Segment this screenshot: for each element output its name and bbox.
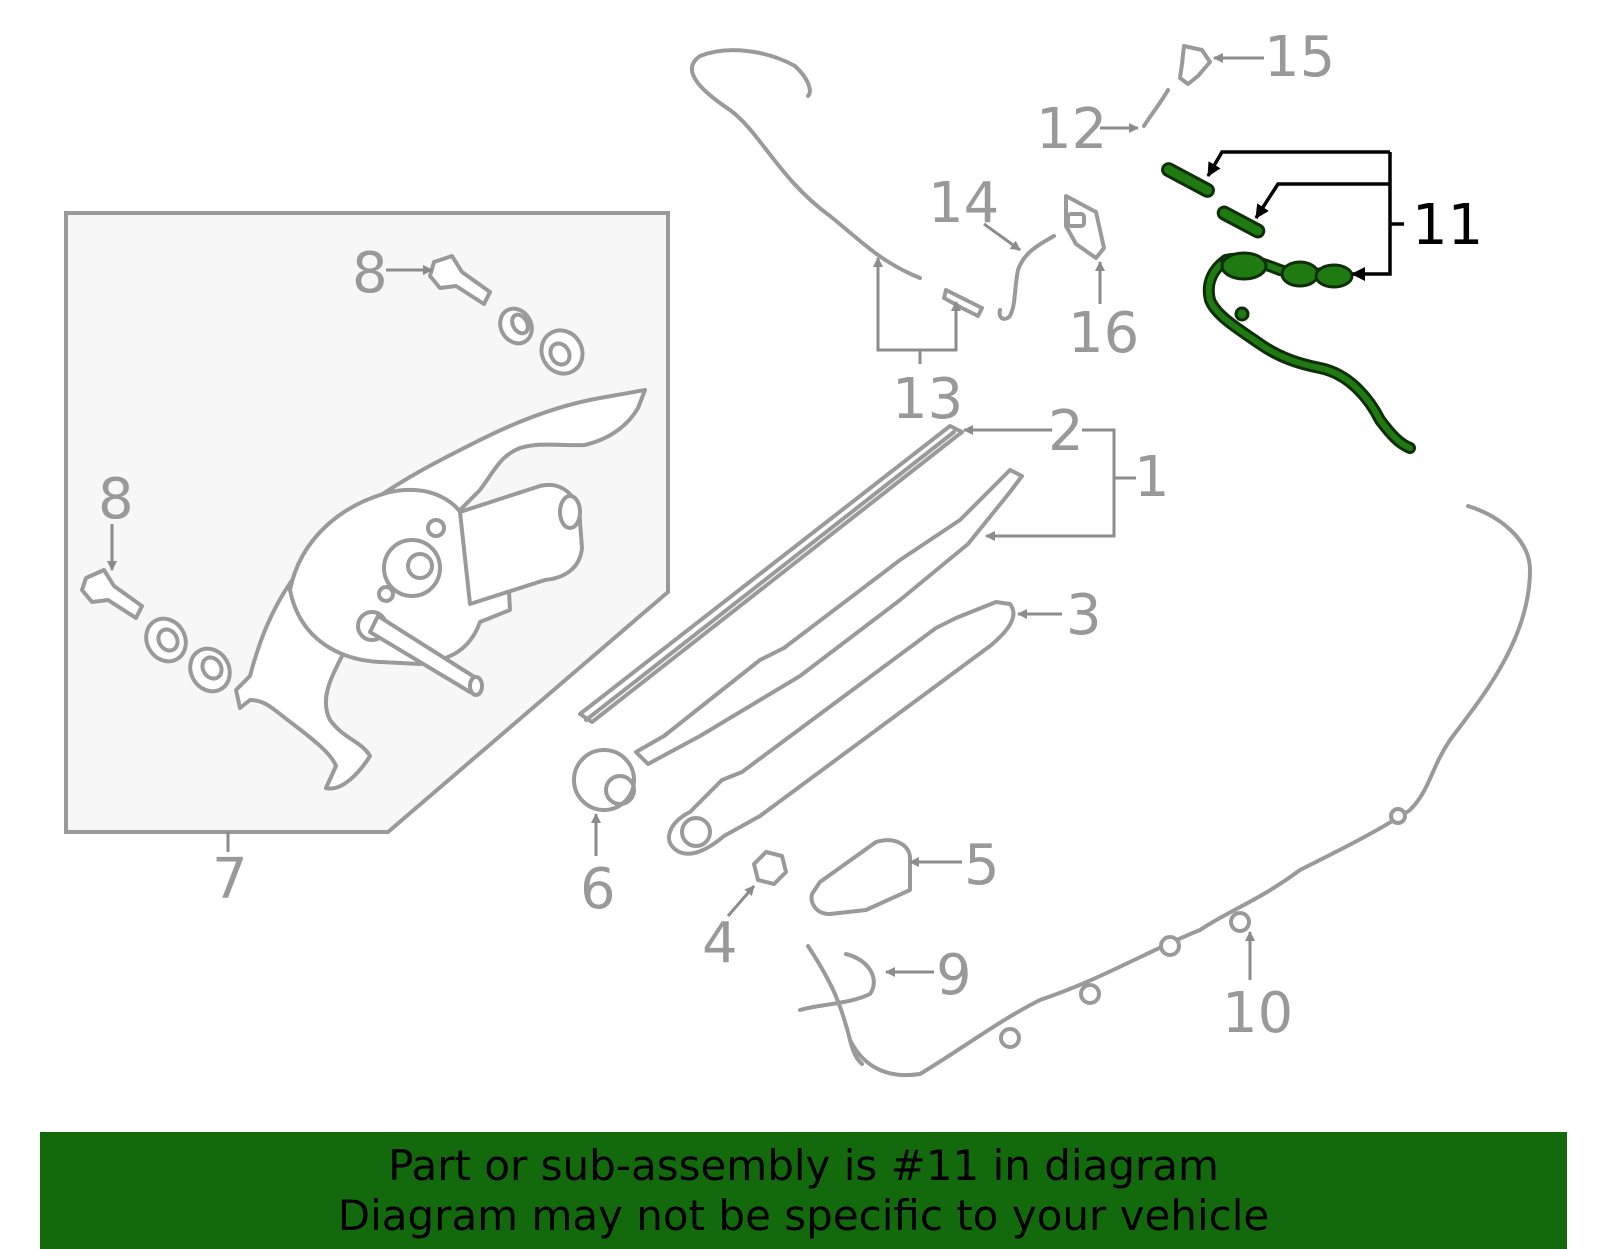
callout-8-upper: 8 bbox=[352, 241, 388, 306]
callout-7: 7 bbox=[212, 847, 248, 912]
callout-8-lower: 8 bbox=[98, 467, 134, 532]
washer-hose-12 bbox=[1142, 88, 1170, 128]
washer-hose-10 bbox=[848, 504, 1532, 1078]
callout-1: 1 bbox=[1134, 445, 1170, 510]
wiper-arm-assembly bbox=[634, 468, 1024, 766]
part-11-joint-b bbox=[1216, 205, 1266, 239]
part-11-connector-a bbox=[1220, 251, 1268, 281]
callout-13: 13 bbox=[892, 367, 963, 432]
callout-12: 12 bbox=[1036, 97, 1107, 162]
callout-10: 10 bbox=[1222, 981, 1293, 1046]
motor-end-cap bbox=[558, 494, 582, 530]
callout-3: 3 bbox=[1066, 583, 1102, 648]
part-11-clip bbox=[1234, 306, 1250, 322]
bolt-upper bbox=[428, 254, 492, 306]
banner-line-disclaimer: Diagram may not be specific to your vehi… bbox=[337, 1190, 1270, 1240]
part-11-connector-b bbox=[1280, 260, 1320, 288]
callout-labels: 1 2 3 4 5 6 7 8 8 9 10 11 12 13 14 15 16 bbox=[98, 25, 1483, 1046]
hose-clips-10 bbox=[999, 807, 1407, 1049]
washer-connector-15 bbox=[1178, 44, 1212, 86]
motor-shaft-tip bbox=[468, 675, 484, 697]
wiper-arm-pivot bbox=[680, 816, 712, 848]
callout-11: 11 bbox=[1412, 193, 1483, 258]
pivot-cap bbox=[809, 838, 912, 916]
connector-13 bbox=[942, 288, 984, 318]
motor-gear-center bbox=[406, 552, 434, 580]
part-info-banner: Part or sub-assembly is #11 in diagram D… bbox=[40, 1132, 1567, 1249]
washer-hose-14 bbox=[997, 234, 1056, 321]
washer-lower-b bbox=[188, 646, 232, 694]
banner-line-part: Part or sub-assembly is #11 in diagram bbox=[388, 1140, 1219, 1190]
part-11-joint-a bbox=[1161, 162, 1215, 198]
washer-lower-a-inner bbox=[156, 627, 180, 653]
pivot-seal bbox=[572, 748, 636, 812]
washer-upper-inner bbox=[548, 341, 572, 367]
wiper-arm-main bbox=[667, 600, 1016, 856]
part-11-hose-core bbox=[1205, 257, 1413, 451]
callout-2: 2 bbox=[1048, 399, 1084, 464]
part-11-highlight bbox=[1161, 162, 1416, 454]
washer-nozzle-16 bbox=[1064, 194, 1106, 260]
motor-gear bbox=[382, 538, 442, 598]
wiper-blade-rubber bbox=[584, 430, 956, 722]
pivot-seal-inner bbox=[604, 774, 636, 806]
callout-16: 16 bbox=[1068, 301, 1139, 366]
washer-hose-9 bbox=[798, 944, 876, 1066]
callout-15: 15 bbox=[1264, 25, 1335, 90]
callout-9: 9 bbox=[936, 943, 972, 1008]
callout-6: 6 bbox=[580, 857, 616, 922]
pivot-nut bbox=[752, 850, 788, 886]
leader-lines bbox=[107, 53, 1404, 980]
motor-screw-b bbox=[377, 585, 395, 603]
motor-screw-a bbox=[426, 518, 446, 538]
callout-14: 14 bbox=[928, 171, 999, 236]
bushing-upper-inner bbox=[510, 312, 530, 336]
motor-body bbox=[458, 482, 584, 606]
washer-hose-13 bbox=[690, 48, 922, 280]
part-11-connector-c bbox=[1314, 263, 1354, 289]
callout-5: 5 bbox=[964, 833, 1000, 898]
washer-lower-a bbox=[144, 616, 188, 664]
washer-upper bbox=[539, 328, 585, 376]
washer-lower-b-inner bbox=[200, 655, 224, 681]
bolt-lower bbox=[80, 568, 144, 620]
motor-assembly-group bbox=[64, 211, 670, 834]
callout-4: 4 bbox=[702, 911, 738, 976]
washer-nozzle-16-stem bbox=[1066, 212, 1086, 228]
